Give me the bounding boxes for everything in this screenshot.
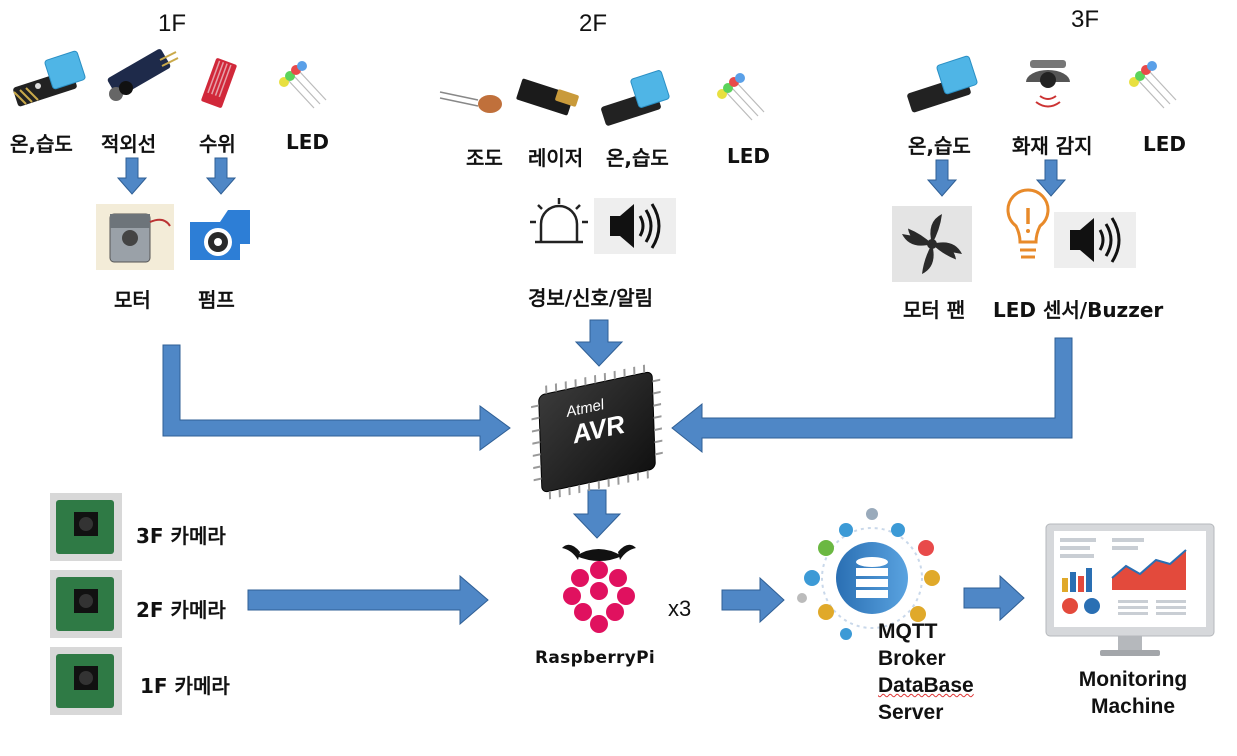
sensor-label-humidity-1f: 온,습도: [10, 132, 73, 156]
arrow-down-water-to-pump: [205, 157, 237, 195]
arrow-cameras-to-raspberry: [247, 574, 489, 626]
server-label: MQTT Broker DataBase Server: [878, 618, 974, 726]
camera-module-icon-3f: [50, 493, 122, 561]
actuator-label-motor: 모터: [114, 288, 151, 312]
monitor-label-line-1: Monitoring: [1078, 668, 1188, 691]
arrow-server-to-monitor: [963, 574, 1025, 622]
floor-title-1f: 1F: [158, 10, 187, 37]
camera-label-2f: 2F 카메라: [136, 598, 226, 622]
raspberry-pi-label: RaspberryPi: [535, 648, 655, 668]
arrow-down-fire-to-alarm: [1035, 159, 1067, 197]
sensor-label-water-level: 수위: [199, 132, 236, 156]
actuator-label-led-buzzer: LED 센서/Buzzer: [993, 298, 1164, 322]
water-level-sensor-icon: [201, 58, 237, 108]
light-sensor-icon: [439, 91, 502, 113]
raspberry-count-label: x3: [668, 596, 692, 621]
speaker-icon-2f: [594, 198, 676, 254]
camera-label-1f: 1F 카메라: [140, 674, 230, 698]
sensor-label-light: 조도: [466, 146, 503, 170]
humidity-sensor-icon-2f: [601, 70, 670, 126]
monitor-label-line-2: Machine: [1090, 695, 1176, 718]
siren-icon: [530, 198, 588, 244]
arrow-raspberry-to-server: [721, 576, 785, 624]
sensor-label-led-2f: LED: [727, 144, 771, 168]
sensor-label-infrared: 적외선: [101, 132, 157, 156]
fire-detector-icon: [1026, 60, 1070, 108]
actuator-label-fan: 모터 팬: [903, 298, 966, 322]
sensor-label-laser: 레이저: [528, 146, 584, 170]
arrow-3f-to-mcu: [671, 337, 1073, 454]
pump-icon: [190, 210, 250, 260]
sensor-label-led-3f: LED: [1143, 132, 1187, 156]
bulb-alert-icon: [1006, 188, 1050, 259]
arrow-down-humidity-to-motor: [116, 157, 148, 195]
arrow-mcu-to-raspberry: [572, 489, 622, 539]
monitoring-screen-icon: [1045, 523, 1215, 656]
camera-module-icon-1f: [50, 647, 122, 715]
led-icon-2f: [717, 73, 765, 121]
sensor-label-fire: 화재 감지: [1012, 134, 1093, 158]
sensor-label-humidity-2f: 온,습도: [606, 146, 669, 170]
floor-title-3f: 3F: [1071, 6, 1100, 33]
sensor-label-led-1f: LED: [286, 130, 330, 154]
speaker-icon-3f: [1054, 212, 1136, 268]
camera-module-icon-2f: [50, 570, 122, 638]
raspberry-pi-logo-icon: [562, 544, 636, 633]
monitor-label: Monitoring Machine: [1062, 666, 1204, 720]
database-server-icon: [797, 508, 940, 640]
humidity-sensor-icon-3f: [907, 55, 978, 113]
camera-label-3f: 3F 카메라: [136, 524, 226, 548]
sensor-label-humidity-3f: 온,습도: [908, 134, 971, 158]
arrow-down-humidity-to-fan: [926, 159, 958, 197]
stepper-motor-icon: [96, 204, 174, 270]
server-label-line-database: DataBase: [878, 674, 974, 697]
actuator-label-alarm: 경보/신호/알림: [528, 286, 654, 310]
arrow-1f-to-mcu: [162, 344, 511, 451]
laser-sensor-icon: [516, 78, 579, 116]
humidity-sensor-icon-1f: [13, 50, 86, 107]
led-icon-1f: [279, 61, 327, 109]
floor-title-2f: 2F: [579, 10, 608, 37]
fan-icon: [892, 206, 972, 282]
server-label-line-server: Server: [878, 701, 944, 724]
led-icon-3f: [1129, 61, 1177, 109]
server-label-line-mqtt: MQTT: [878, 620, 938, 643]
server-label-line-broker: Broker: [878, 647, 946, 670]
actuator-label-pump: 펌프: [198, 288, 235, 312]
atmel-avr-chip-icon: [531, 364, 663, 500]
infrared-sensor-icon: [107, 49, 179, 101]
arrow-down-2f-to-mcu: [574, 319, 624, 367]
